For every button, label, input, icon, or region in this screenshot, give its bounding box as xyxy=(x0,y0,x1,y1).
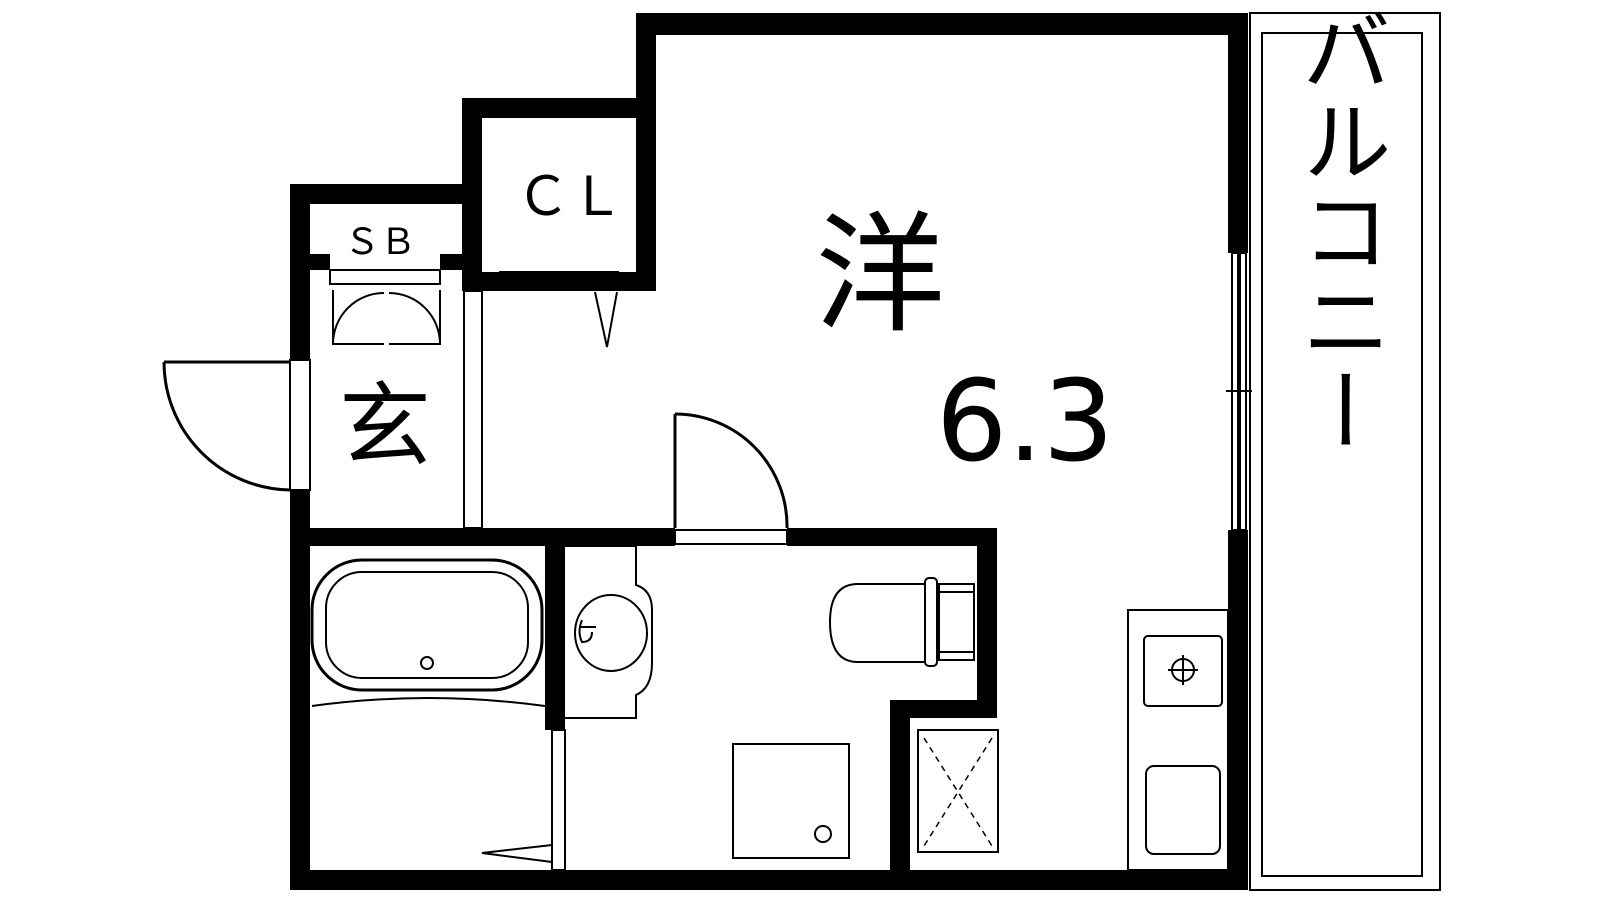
bathroom-door[interactable] xyxy=(481,729,566,871)
closet: ＣＬ xyxy=(499,165,624,348)
lavatory xyxy=(565,545,975,859)
wash-basin-icon xyxy=(565,545,653,719)
bathtub-icon xyxy=(310,558,544,692)
western-room-label: 洋 xyxy=(815,199,945,351)
refrigerator-icon xyxy=(917,729,999,853)
washing-machine-icon xyxy=(732,743,850,859)
western-room-area: 6.3 xyxy=(936,357,1114,487)
shoe-box: ＳＢ xyxy=(329,222,441,345)
entrance-door[interactable] xyxy=(162,359,311,492)
closet-door[interactable] xyxy=(499,271,619,348)
balcony-label-text: バルコニー xyxy=(1286,5,1391,455)
entrance-label: 玄 xyxy=(339,373,431,480)
toilet-icon xyxy=(828,577,975,667)
entrance: 玄 xyxy=(162,290,483,529)
room-door[interactable] xyxy=(673,412,789,545)
balcony-sliding-window[interactable] xyxy=(1226,252,1252,531)
western-room: 洋 6.3 xyxy=(673,199,1252,545)
closet-label: ＣＬ xyxy=(516,165,624,228)
kitchen-sink-icon xyxy=(1145,765,1221,855)
balcony xyxy=(1249,12,1441,891)
bathroom xyxy=(310,558,566,871)
kitchen xyxy=(1127,609,1229,871)
shoe-box-label: ＳＢ xyxy=(344,222,416,263)
balcony-label: バルコニー xyxy=(1286,5,1391,455)
shoe-box-doors[interactable] xyxy=(329,269,441,345)
walls xyxy=(290,13,1248,890)
kitchen-stove-icon xyxy=(1143,635,1223,707)
